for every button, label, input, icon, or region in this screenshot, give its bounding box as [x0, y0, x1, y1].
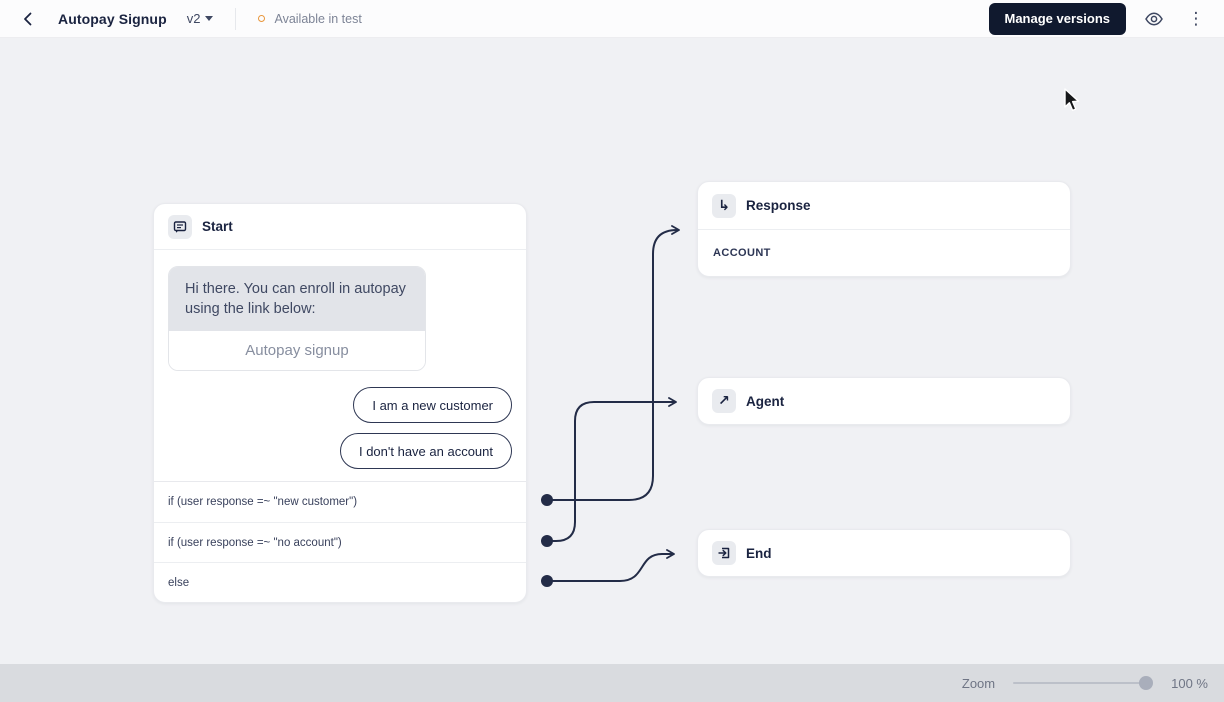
- agent-node[interactable]: ↗ Agent: [697, 377, 1071, 425]
- response-node[interactable]: ↳ Response ACCOUNT: [697, 181, 1071, 277]
- zoom-slider-handle[interactable]: [1139, 676, 1154, 690]
- message-bubble-icon: [168, 214, 192, 239]
- agent-arrow-icon: ↗: [712, 389, 736, 413]
- end-node-header[interactable]: End: [698, 530, 1070, 576]
- end-node[interactable]: End: [697, 529, 1071, 577]
- start-node-body: Hi there. You can enroll in autopay usin…: [154, 250, 526, 481]
- quick-reply-new-customer[interactable]: I am a new customer: [353, 387, 512, 423]
- status-badge: Available in test: [258, 11, 362, 26]
- response-arrow-icon: ↳: [712, 193, 736, 218]
- zoom-value: 100 %: [1171, 675, 1208, 691]
- condition-row-else[interactable]: else: [154, 562, 526, 602]
- link-card[interactable]: Autopay signup: [169, 331, 425, 370]
- mouse-cursor-icon: [1064, 88, 1080, 112]
- status-dot-icon: [258, 15, 266, 22]
- divider: [154, 249, 526, 250]
- status-label: Available in test: [274, 11, 362, 26]
- response-node-value[interactable]: ACCOUNT: [713, 247, 771, 259]
- divider: [698, 229, 1070, 230]
- response-node-header[interactable]: ↳ Response: [698, 182, 1070, 229]
- response-node-title: Response: [746, 198, 811, 213]
- kebab-icon: ⋮: [1187, 9, 1205, 28]
- version-label: v2: [186, 11, 201, 26]
- connector-else-to-end[interactable]: [547, 549, 675, 582]
- message-bubble[interactable]: Hi there. You can enroll in autopay usin…: [168, 266, 426, 371]
- start-node-header[interactable]: Start: [154, 204, 526, 249]
- end-node-title: End: [746, 545, 772, 561]
- bottom-bar: Zoom 100 %: [0, 664, 1224, 702]
- agent-node-header[interactable]: ↗ Agent: [698, 378, 1070, 424]
- manage-versions-button[interactable]: Manage versions: [988, 2, 1126, 35]
- quick-replies: I am a new customer I don't have an acco…: [168, 387, 512, 469]
- zoom-slider[interactable]: [1013, 676, 1154, 690]
- connector-condition1-to-response[interactable]: [547, 225, 680, 501]
- port-condition1[interactable]: [541, 494, 553, 506]
- divider: [235, 7, 237, 30]
- conditions-section: if (user response =~ "new customer") if …: [154, 481, 526, 602]
- eye-icon: [1145, 11, 1163, 26]
- connector-condition2-to-agent[interactable]: [547, 397, 677, 542]
- start-node[interactable]: Start Hi there. You can enroll in autopa…: [153, 203, 527, 603]
- zoom-slider-track: [1013, 682, 1154, 684]
- condition-row-no-account[interactable]: if (user response =~ "no account"): [154, 522, 526, 562]
- message-text: Hi there. You can enroll in autopay usin…: [169, 267, 425, 331]
- exit-icon: [712, 541, 736, 565]
- overflow-menu-button[interactable]: ⋮: [1182, 5, 1210, 33]
- chevron-down-icon: [205, 16, 214, 21]
- chevron-left-icon: [24, 12, 32, 25]
- condition-row-new-customer[interactable]: if (user response =~ "new customer"): [168, 496, 358, 508]
- agent-node-title: Agent: [746, 393, 785, 409]
- top-bar: Autopay Signup v2 Available in test Mana…: [0, 0, 1224, 38]
- port-condition2[interactable]: [541, 535, 553, 547]
- flow-canvas[interactable]: Start Hi there. You can enroll in autopa…: [0, 38, 1224, 664]
- version-dropdown[interactable]: v2: [187, 11, 214, 26]
- back-button[interactable]: [14, 5, 42, 33]
- page-title: Autopay Signup: [58, 10, 167, 27]
- start-node-title: Start: [202, 219, 233, 234]
- port-else[interactable]: [541, 575, 553, 587]
- quick-reply-no-account[interactable]: I don't have an account: [339, 433, 512, 469]
- zoom-label: Zoom: [961, 675, 996, 691]
- preview-eye-button[interactable]: [1140, 5, 1168, 33]
